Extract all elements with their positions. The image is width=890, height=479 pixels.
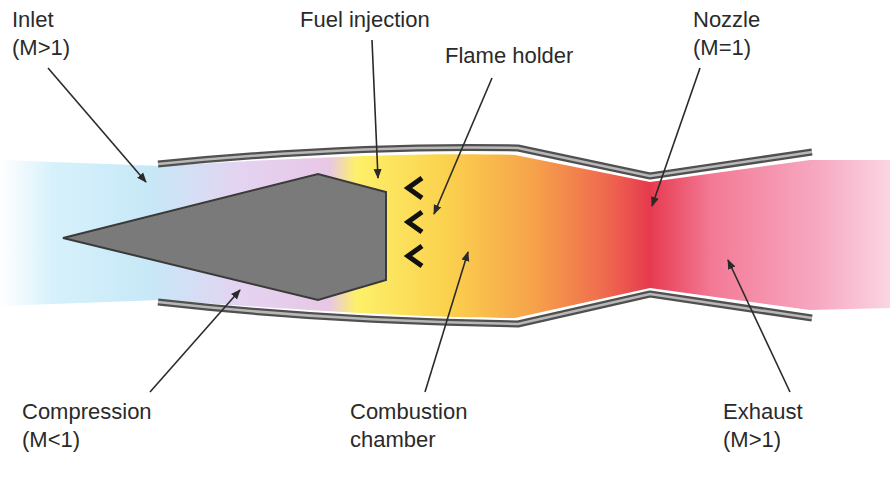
lower-wall [158,294,812,324]
flow-field [0,154,890,318]
center-body [63,174,386,300]
inlet-label: Inlet (M>1) [12,6,70,61]
fuel-injection-label: Fuel injection [300,6,430,34]
compression-label: Compression (M<1) [22,398,152,453]
flame-holder [408,178,422,266]
flame-holder-label: Flame holder [445,42,573,70]
upper-wall [158,148,812,176]
leader-line [48,40,790,392]
exhaust-label: Exhaust (M>1) [723,398,803,453]
combustion-label: Combustion chamber [350,398,467,453]
nozzle-label: Nozzle (M=1) [693,6,760,61]
